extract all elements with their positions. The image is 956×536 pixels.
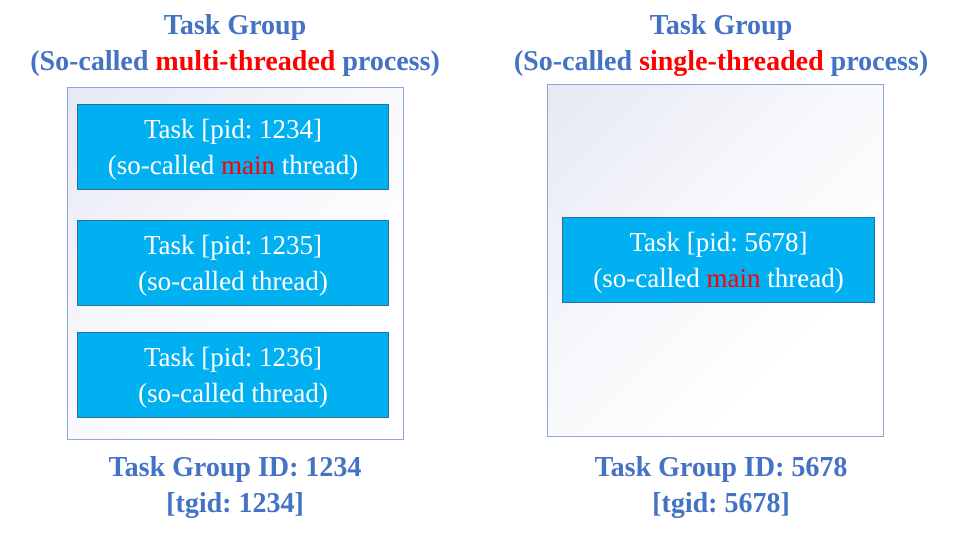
left-group-tgid: [tgid: 1234]	[166, 488, 304, 519]
right-group-id: Task Group ID: 5678	[594, 452, 848, 483]
task-5678-role-highlight: main	[706, 263, 761, 293]
right-group-footer: Task Group ID: 5678 [tgid: 5678]	[486, 450, 956, 522]
right-group-tgid: [tgid: 5678]	[652, 488, 790, 519]
left-group-footer: Task Group ID: 1234 [tgid: 1234]	[0, 450, 470, 522]
task-5678-role: (so-called main thread)	[593, 263, 844, 293]
task-1234-role-highlight: main	[221, 150, 275, 180]
task-1236-pid: Task [pid: 1236]	[143, 342, 323, 372]
left-group-subtitle: (So-called multi-threaded process)	[30, 46, 440, 77]
task-1235-role: (so-called thread)	[138, 266, 328, 296]
task-1234: Task [pid: 1234] (so-called main thread)	[77, 104, 389, 190]
right-group-title-text: Task Group	[649, 10, 793, 41]
right-group-subtitle: (So-called single-threaded process)	[513, 46, 929, 77]
task-1234-pid: Task [pid: 1234]	[143, 114, 323, 144]
task-1235: Task [pid: 1235] (so-called thread)	[77, 220, 389, 306]
task-1236: Task [pid: 1236] (so-called thread)	[77, 332, 389, 418]
right-group-title: Task Group (So-called single-threaded pr…	[486, 8, 956, 80]
left-group-title-text: Task Group	[163, 10, 307, 41]
left-group-title: Task Group (So-called multi-threaded pro…	[0, 8, 470, 80]
task-1234-role: (so-called main thread)	[107, 150, 359, 180]
left-group-id: Task Group ID: 1234	[108, 452, 362, 483]
task-5678-pid: Task [pid: 5678]	[629, 227, 808, 257]
right-group-subtitle-highlight: single-threaded	[639, 46, 824, 77]
task-5678: Task [pid: 5678] (so-called main thread)	[562, 217, 875, 303]
left-group-subtitle-highlight: multi-threaded	[155, 46, 336, 77]
task-1235-pid: Task [pid: 1235]	[143, 230, 323, 260]
task-1236-role: (so-called thread)	[138, 378, 328, 408]
